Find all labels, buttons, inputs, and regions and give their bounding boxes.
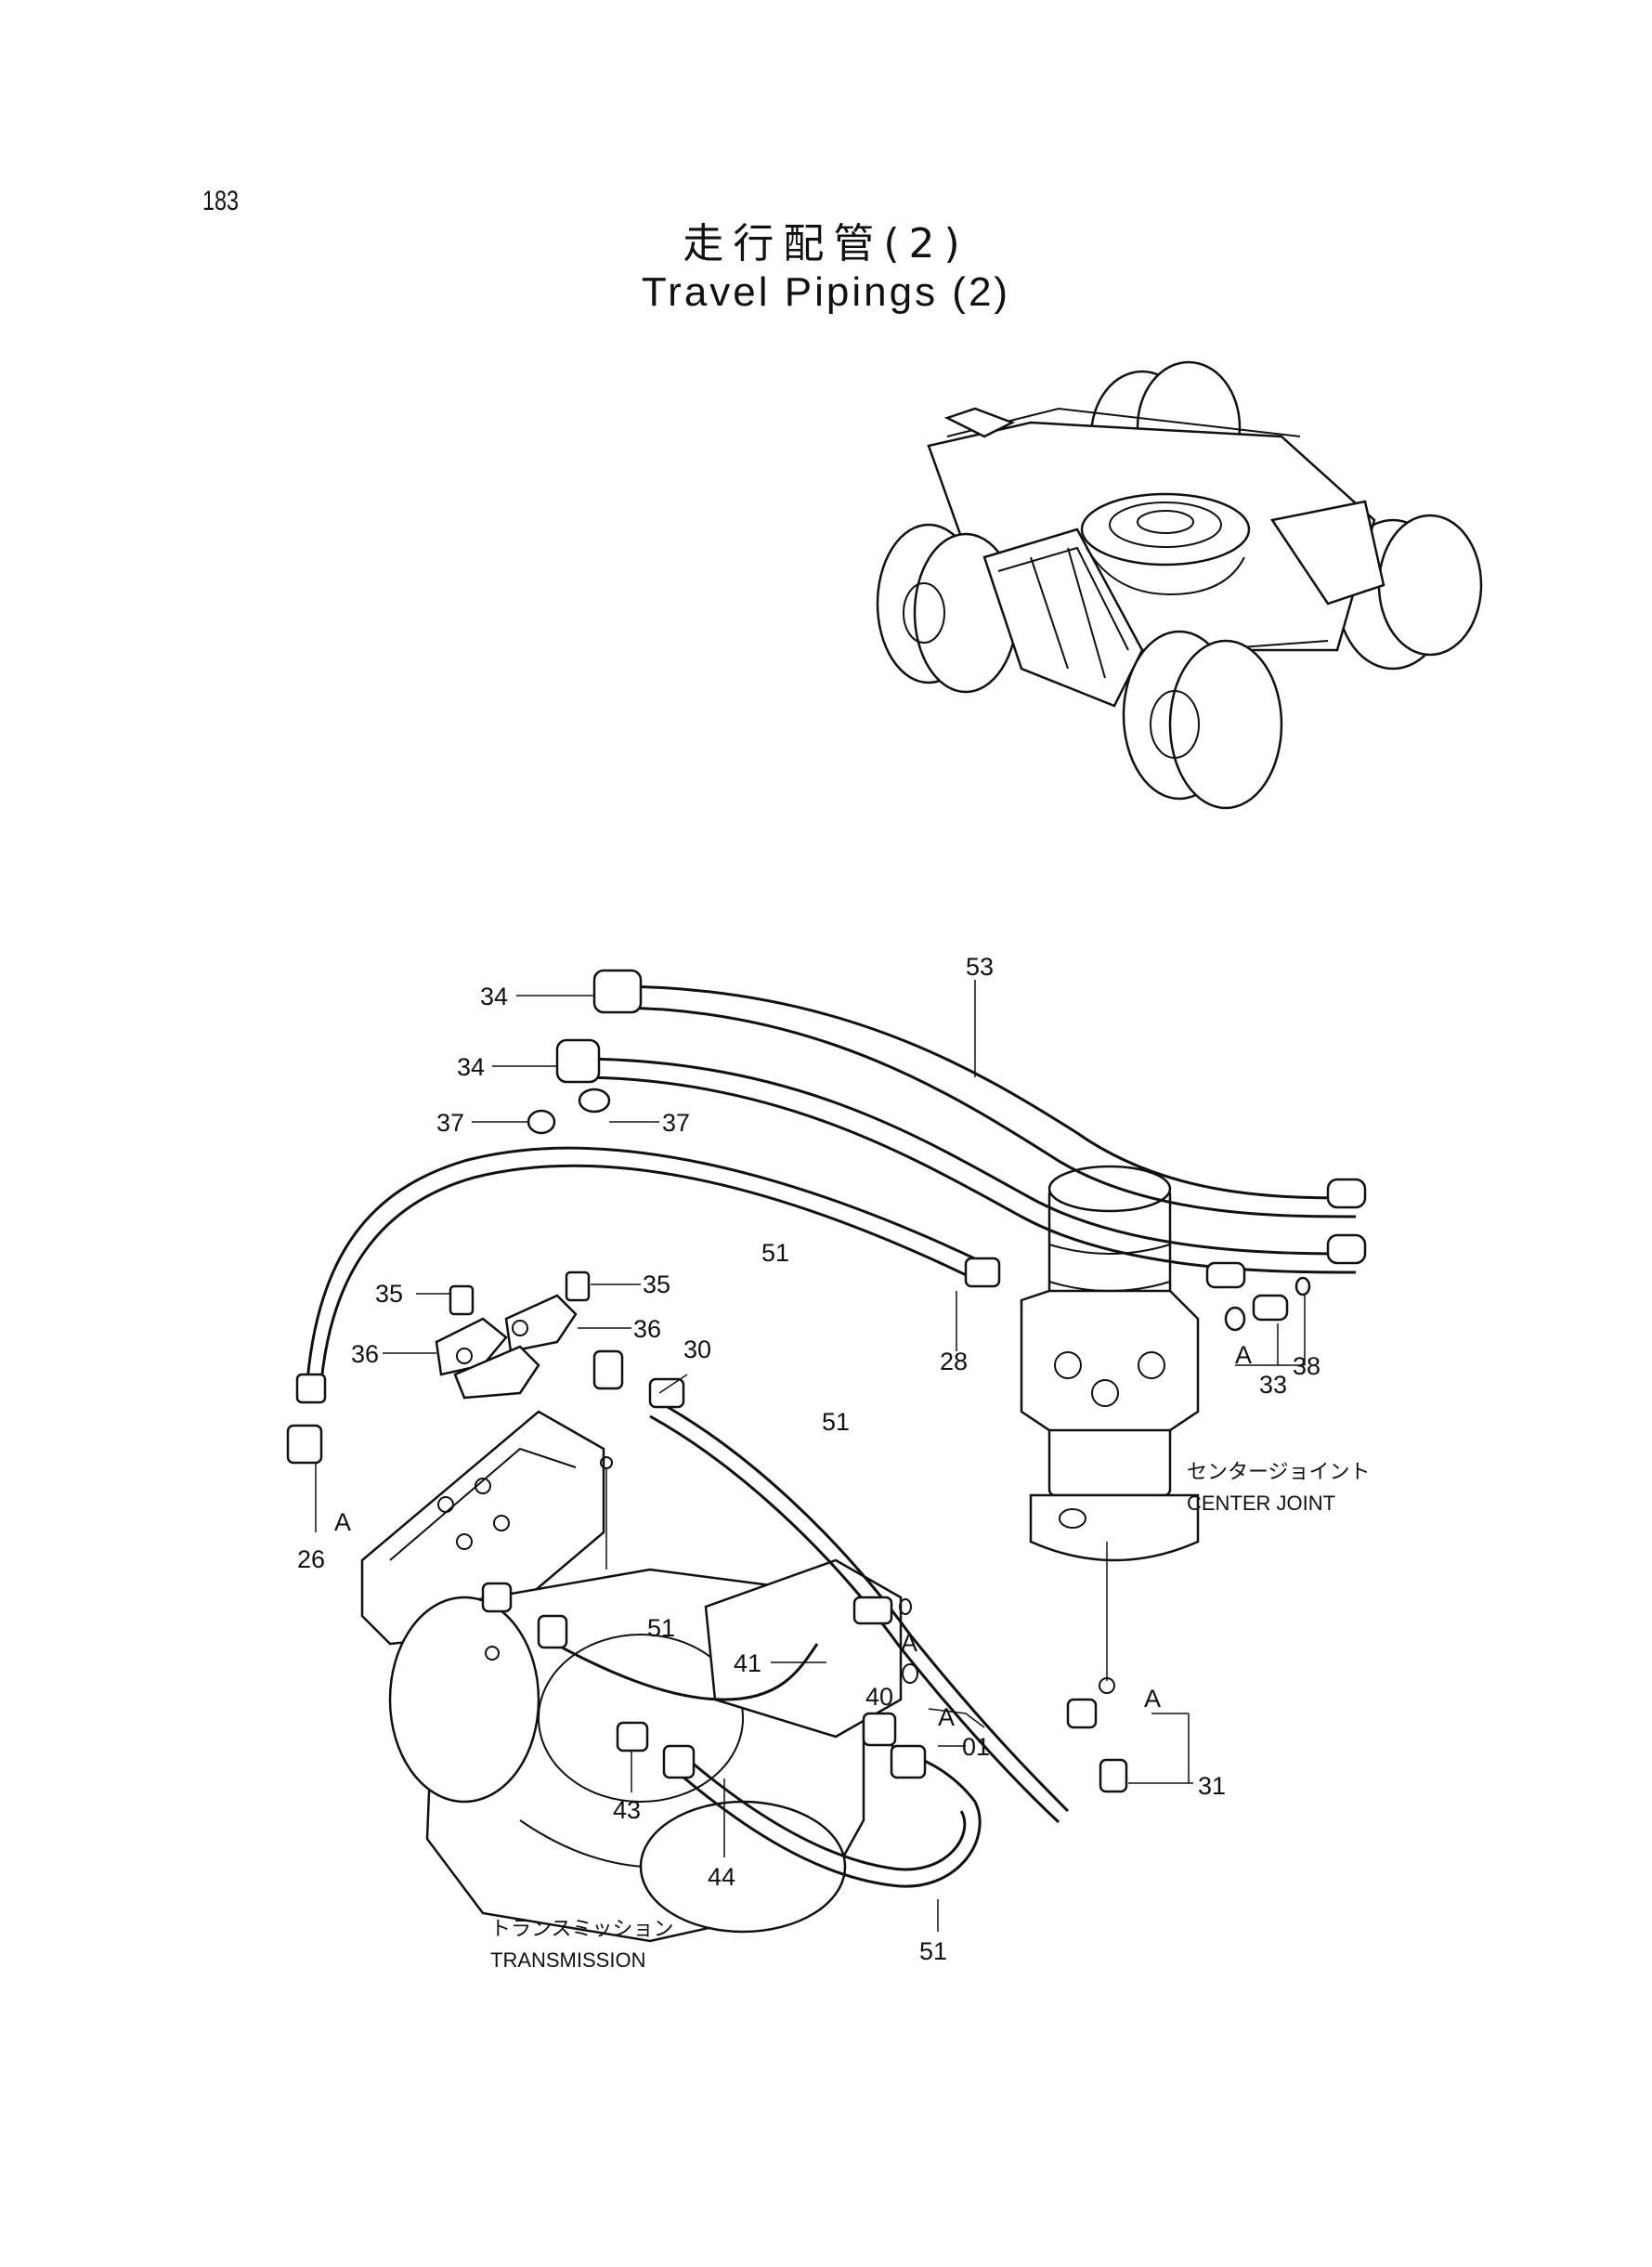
center-joint-label-en: CENTER JOINT: [1187, 1492, 1335, 1515]
part-label-37: 37: [662, 1109, 690, 1137]
part-label-28: 28: [940, 1348, 968, 1375]
part-label-30: 30: [683, 1335, 711, 1363]
ref-mark-a: A: [1144, 1685, 1161, 1713]
fittings: [286, 969, 1367, 1793]
transmission-label-en: TRANSMISSION: [490, 1948, 645, 1972]
ref-mark-a: A: [334, 1508, 351, 1536]
part-label-35: 35: [375, 1280, 403, 1308]
transmission-body: [388, 1558, 903, 1943]
control-valve-body: [360, 1410, 605, 1646]
part-label-44: 44: [708, 1863, 735, 1891]
hoses: [305, 984, 1357, 1888]
part-label-36: 36: [351, 1340, 379, 1368]
transmission-label-jp: トランスミッション: [490, 1918, 674, 1941]
part-label-34: 34: [480, 983, 508, 1010]
part-label-34: 34: [457, 1053, 485, 1081]
part-label-43: 43: [613, 1796, 641, 1824]
part-label-31: 31: [1198, 1772, 1226, 1800]
part-label-41: 41: [734, 1649, 761, 1677]
center-joint-body: [1020, 1165, 1200, 1562]
part-label-01: 01: [962, 1733, 990, 1761]
part-label-51: 51: [761, 1239, 789, 1267]
ref-mark-a: A: [1235, 1341, 1252, 1369]
part-label-38: 38: [1293, 1352, 1320, 1380]
part-label-40: 40: [865, 1683, 893, 1711]
part-label-53: 53: [966, 953, 994, 981]
part-label-35: 35: [643, 1270, 670, 1298]
part-label-37: 37: [436, 1109, 464, 1137]
ref-mark-a: A: [901, 1629, 917, 1657]
part-label-51: 51: [822, 1408, 850, 1436]
center-joint-label-jp: センタージョイント: [1187, 1461, 1371, 1484]
ref-mark-a: A: [938, 1703, 955, 1731]
part-label-51: 51: [919, 1937, 947, 1965]
part-label-26: 26: [297, 1545, 325, 1573]
chassis-overview-illustration: [876, 360, 1483, 810]
part-label-51: 51: [647, 1614, 675, 1642]
page-title-japanese: 走行配管(2): [683, 220, 969, 267]
leader-lines: [315, 980, 1306, 1932]
page-number: 183: [202, 186, 240, 216]
part-label-33: 33: [1259, 1371, 1287, 1399]
page-title-english: Travel Pipings (2): [641, 269, 1011, 315]
part-label-36: 36: [633, 1315, 661, 1343]
